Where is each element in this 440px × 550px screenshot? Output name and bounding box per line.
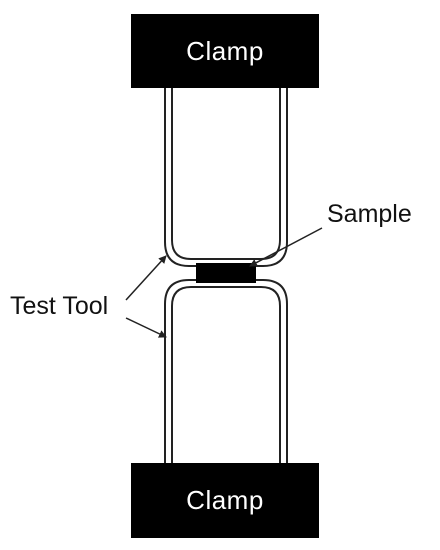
test-tool-upper-arrow: [125, 255, 167, 301]
lower-test-tool: [164, 279, 288, 463]
top-clamp-label: Clamp: [186, 35, 264, 66]
sample-leader-arrow: [249, 227, 323, 267]
upper-test-tool: [164, 88, 288, 267]
bottom-clamp-label: Clamp: [186, 485, 264, 515]
bottom-clamp: Clamp: [131, 463, 319, 538]
test-tool-label: Test Tool: [10, 292, 109, 320]
sample-label: Sample: [327, 200, 412, 228]
sample-block: [196, 263, 256, 283]
top-clamp: Clamp: [131, 14, 319, 88]
test-tool-lower-arrow: [125, 317, 167, 338]
